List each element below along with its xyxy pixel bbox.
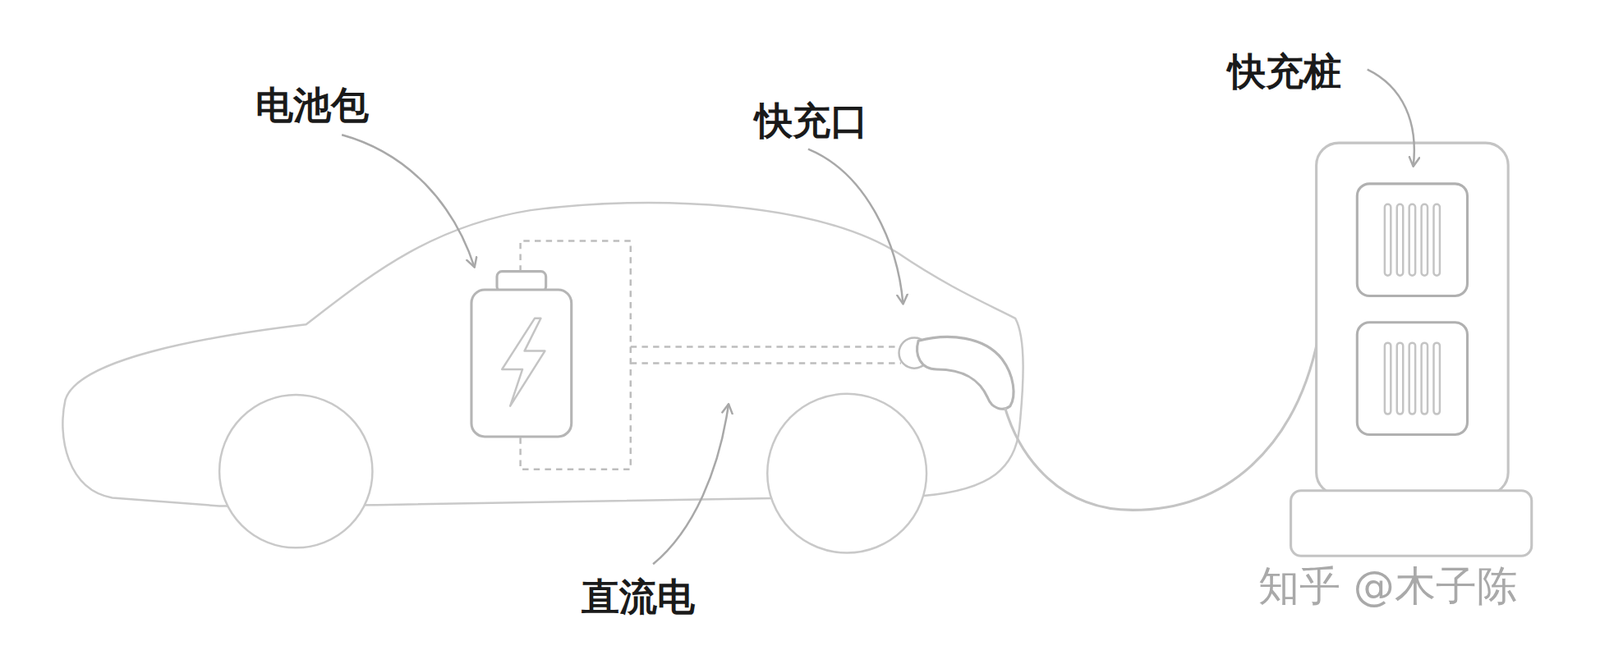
module-fin xyxy=(1397,204,1403,276)
module-fin xyxy=(1433,204,1440,276)
charging-cable xyxy=(1005,336,1319,511)
module-fin xyxy=(1384,343,1391,415)
dc-wiring xyxy=(520,240,902,469)
part-label: 快充桩 xyxy=(1227,50,1342,93)
module-fin xyxy=(1409,204,1416,276)
part-label: 快充口 xyxy=(754,100,869,143)
front-wheel xyxy=(219,395,373,548)
module-fin xyxy=(1384,204,1391,276)
fast-charging-pile xyxy=(1291,142,1532,557)
leader-arrow xyxy=(808,149,904,305)
leader-arrow xyxy=(1367,69,1415,167)
module-fin xyxy=(1409,343,1416,415)
module-fin xyxy=(1421,204,1428,276)
leader-arrow xyxy=(341,134,475,268)
charging-plug xyxy=(917,336,1014,410)
rear-wheel xyxy=(767,394,927,554)
part-label: 电池包 xyxy=(255,84,369,127)
module-fin xyxy=(1433,343,1440,415)
watermark: 知乎 @木子陈 xyxy=(1258,564,1518,610)
module-fin xyxy=(1421,343,1428,415)
module-fins xyxy=(1384,204,1440,415)
leader-arrows xyxy=(341,69,1415,566)
module-fin xyxy=(1397,343,1403,415)
battery-pack xyxy=(471,271,572,437)
part-label: 直流电 xyxy=(581,576,695,619)
leader-arrow xyxy=(652,404,729,565)
